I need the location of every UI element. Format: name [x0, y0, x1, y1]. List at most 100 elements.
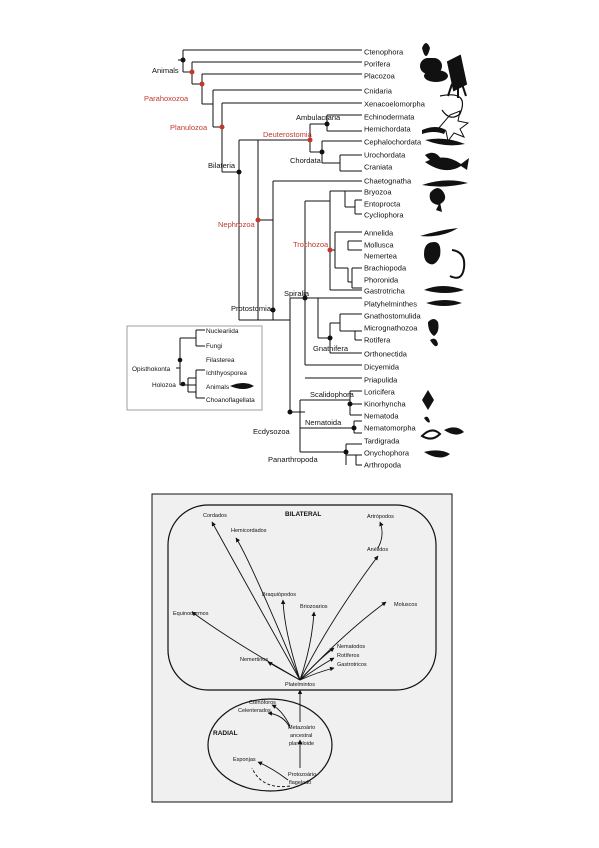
- mollusc-silhouette-icon: [424, 242, 441, 265]
- label-gastrotricos: Gastrotricos: [337, 662, 367, 668]
- taxon-label: Chaetognatha: [364, 177, 412, 186]
- amphioxus-silhouette-icon: [425, 138, 465, 146]
- bilateral-title: BILATERAL: [285, 511, 321, 518]
- label-artropodos: Artrópodos: [367, 514, 394, 520]
- clade-ambulacraria: Ambulacraria: [296, 113, 341, 122]
- evolution-arrows: [191, 521, 387, 781]
- clade-animals: Animals: [152, 66, 179, 75]
- taxon-label: Urochordata: [364, 151, 406, 160]
- acoel-silhouette-icon: [439, 94, 464, 118]
- taxon-label: Cephalochordata: [364, 138, 422, 147]
- opisthokonta-inset: Nucleariida Fungi Filasterea Ichthyospor…: [126, 325, 263, 411]
- inset-taxon-ichthyosporea: Ichthyosporea: [206, 370, 247, 377]
- nemertean-silhouette-icon: [449, 249, 466, 279]
- inset-taxon-animals: Animals: [206, 384, 230, 391]
- priapulid-silhouette-icon: [422, 390, 434, 410]
- inset-taxon-fungi: Fungi: [206, 343, 222, 350]
- inset-clade-holozoa: Holozoa: [152, 382, 176, 389]
- taxon-label: Orthonectida: [364, 350, 408, 359]
- bryozoan-silhouette-icon: [429, 188, 446, 205]
- clade-protostomia: Protostomia: [231, 304, 272, 313]
- taxa-labels: CtenophoraPoriferaPlacozoaCnidariaXenaco…: [364, 48, 426, 470]
- label-nematodos: Nematodos: [337, 644, 365, 650]
- taxon-label: Annelida: [364, 229, 394, 238]
- label-celenterados: Celenterados: [238, 708, 271, 714]
- label-protozoario-2: flagelado: [289, 780, 311, 786]
- entoproct-silhouette-icon: [436, 202, 442, 212]
- taxon-label: Brachiopoda: [364, 264, 407, 273]
- radial-title: RADIAL: [213, 730, 238, 737]
- label-platelmintos: Platelmintos: [285, 682, 315, 688]
- sponge-silhouette-icon: [420, 58, 442, 74]
- tree-node-dots: [180, 57, 357, 455]
- clade-gnathifera: Gnathifera: [313, 344, 349, 353]
- inset-taxon-nucleariida: Nucleariida: [206, 328, 239, 335]
- clade-nephrozoa: Nephrozoa: [218, 220, 256, 229]
- onychophoran-silhouette-icon: [424, 450, 450, 458]
- taxon-label: Hemichordata: [364, 125, 412, 134]
- animal-silhouettes: [420, 43, 470, 458]
- taxon-label: Phoronida: [364, 276, 399, 285]
- gastrotrich-silhouette-icon: [424, 286, 464, 293]
- taxon-label: Entoprocta: [364, 200, 401, 209]
- taxon-label: Tardigrada: [364, 437, 400, 446]
- placozoan-silhouette-icon: [424, 70, 448, 82]
- clade-panarthropoda: Panarthropoda: [268, 455, 318, 464]
- flatworm-silhouette-icon: [426, 300, 462, 306]
- label-anelidos: Anélidos: [367, 547, 388, 553]
- taxon-label: Arthropoda: [364, 461, 402, 470]
- taxon-label: Platyhelminthes: [364, 300, 417, 309]
- label-esponjas: Esponjas: [233, 757, 256, 763]
- micrognathozoan-silhouette-icon: [430, 338, 438, 347]
- clade-labels: Animals Parahoxozoa Planulozoa Bilateria…: [144, 66, 355, 464]
- label-cordados: Cordados: [203, 513, 227, 519]
- inset-taxon-filasterea: Filasterea: [206, 357, 235, 364]
- clade-bilateria: Bilateria: [208, 161, 236, 170]
- label-equinodermos: Equinodermos: [173, 611, 209, 617]
- arrow-worm-silhouette-icon: [422, 180, 468, 187]
- clade-spiralia: Spiralia: [284, 289, 310, 298]
- clade-trochozoa: Trochozoa: [293, 240, 329, 249]
- rotifer-silhouette-icon: [428, 319, 439, 336]
- clade-nematoida: Nematoida: [305, 418, 342, 427]
- label-moluscos: Moluscos: [394, 602, 417, 608]
- taxon-label: Cnidaria: [364, 87, 393, 96]
- taxon-label: Echinodermata: [364, 113, 415, 122]
- phylogenetic-tree: [178, 49, 362, 466]
- fish-silhouette-icon: [425, 157, 469, 171]
- taxon-label: Rotifera: [364, 336, 391, 345]
- tardigrade-silhouette-icon: [444, 427, 464, 435]
- label-nemertinos: Nemertinos: [240, 657, 268, 663]
- inset-animal-silhouette-icon: [230, 383, 254, 389]
- label-rotiferos: Rotíferos: [337, 653, 360, 659]
- taxon-label: Priapulida: [364, 376, 398, 385]
- taxon-label: Craniata: [364, 163, 393, 172]
- radial-bilateral-panel: BILATERAL RADIAL Cordados Hemicordados E…: [151, 493, 453, 803]
- taxon-label: Onychophora: [364, 449, 410, 458]
- clade-chordata: Chordata: [290, 156, 322, 165]
- taxon-label: Micrognathozoa: [364, 324, 418, 333]
- label-metazoario-3: planuloide: [289, 741, 314, 747]
- taxon-label: Nematoda: [364, 412, 399, 421]
- clade-scalidophora: Scalidophora: [310, 390, 355, 399]
- inset-clade-opisthokonta: Opisthokonta: [132, 366, 171, 373]
- taxon-label: Mollusca: [364, 241, 394, 250]
- label-briozoarios: Briozoarios: [300, 604, 328, 610]
- taxon-label: Gnathostomulida: [364, 312, 422, 321]
- label-metazoario-1: Metazoário: [288, 725, 315, 731]
- dashed-arrow-protozoa-sponges: [251, 767, 291, 788]
- echinoderm-silhouette-icon: [437, 110, 470, 143]
- taxon-label: Nematomorpha: [364, 424, 417, 433]
- label-metazoario-2: ancestral: [290, 733, 312, 739]
- nematomorph-silhouette-icon: [420, 429, 442, 440]
- taxon-label: Nemertea: [364, 252, 398, 261]
- taxon-label: Bryozoa: [364, 188, 392, 197]
- clade-deuterostomia: Deuterostomia: [263, 130, 313, 139]
- taxon-label: Placozoa: [364, 72, 396, 81]
- label-hemicordados: Hemicordados: [231, 528, 267, 534]
- kinorhynch-silhouette-icon: [424, 416, 430, 423]
- label-braquiopodos: Braquiópodos: [262, 592, 296, 598]
- taxon-label: Cycliophora: [364, 211, 404, 220]
- clade-planulozoa: Planulozoa: [170, 123, 208, 132]
